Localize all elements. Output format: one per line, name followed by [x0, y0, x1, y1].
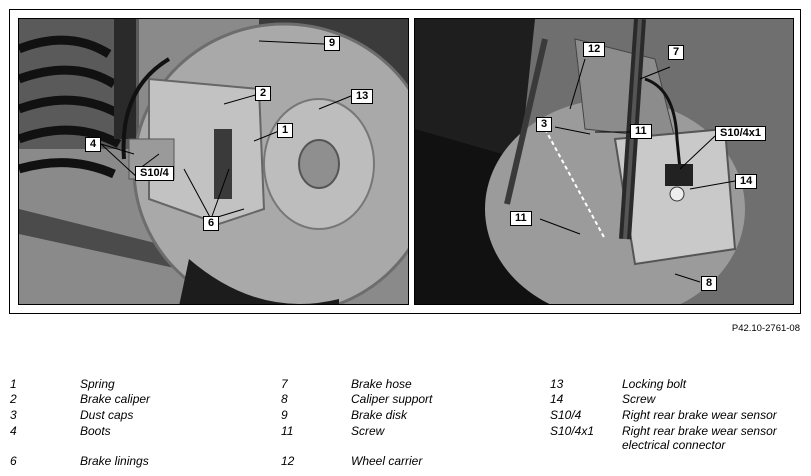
legend-num: 2 — [10, 392, 17, 406]
legend-num: 1 — [10, 377, 17, 391]
legend-num: 8 — [281, 392, 288, 406]
callout-13: 13 — [351, 89, 374, 104]
figure-frame: 9 2 13 1 4 S10/4 6 — [9, 9, 801, 314]
callout-4: 4 — [85, 137, 102, 152]
right-photo-illustration — [415, 19, 793, 304]
legend-label: Spring — [80, 377, 115, 391]
legend-label: Screw — [351, 424, 385, 438]
legend-num: 6 — [10, 454, 17, 468]
callout-6: 6 — [203, 216, 220, 231]
callout-s10-4x1: S10/4x1 — [715, 126, 766, 141]
legend-num: 11 — [281, 424, 294, 438]
callout-8: 8 — [701, 276, 718, 291]
callout-14: 14 — [735, 174, 758, 189]
legend-label: Boots — [80, 424, 111, 438]
callout-2: 2 — [255, 86, 272, 101]
legend-label: Brake disk — [351, 408, 408, 422]
left-photo-illustration — [19, 19, 408, 304]
callout-7: 7 — [668, 45, 685, 60]
legend-label: Right rear brake wear sensor — [622, 408, 777, 422]
legend-num: 13 — [550, 377, 564, 391]
legend-label: Brake linings — [80, 454, 149, 468]
legend-label: Right rear brake wear sensor electrical … — [622, 424, 777, 452]
legend-num: 12 — [281, 454, 295, 468]
legend-label: Dust caps — [80, 408, 134, 422]
legend-label: Caliper support — [351, 392, 433, 406]
callout-1: 1 — [277, 123, 294, 138]
figure-reference: P42.10-2761-08 — [731, 323, 800, 334]
legend-num: 4 — [10, 424, 17, 438]
legend-num: 7 — [281, 377, 288, 391]
left-photo: 9 2 13 1 4 S10/4 6 — [18, 18, 409, 305]
callout-s10-4: S10/4 — [135, 166, 174, 181]
legend-label: Locking bolt — [622, 377, 687, 391]
legend-label: Wheel carrier — [351, 454, 423, 468]
callout-12: 12 — [583, 42, 606, 57]
legend-num: 14 — [550, 392, 564, 406]
right-photo: 12 7 3 11 S10/4x1 14 11 8 — [414, 18, 794, 305]
legend-num: 9 — [281, 408, 288, 422]
legend-label: Brake caliper — [80, 392, 151, 406]
legend-label: Screw — [622, 392, 656, 406]
legend-num: 3 — [10, 408, 17, 422]
callout-11-upper: 11 — [630, 124, 652, 139]
callout-3: 3 — [536, 117, 553, 132]
callout-9: 9 — [324, 36, 341, 51]
legend-num: S10/4x1 — [550, 424, 595, 438]
legend-num: S10/4 — [550, 408, 582, 422]
legend-label: Brake hose — [351, 377, 412, 391]
callout-11-lower: 11 — [510, 211, 532, 226]
